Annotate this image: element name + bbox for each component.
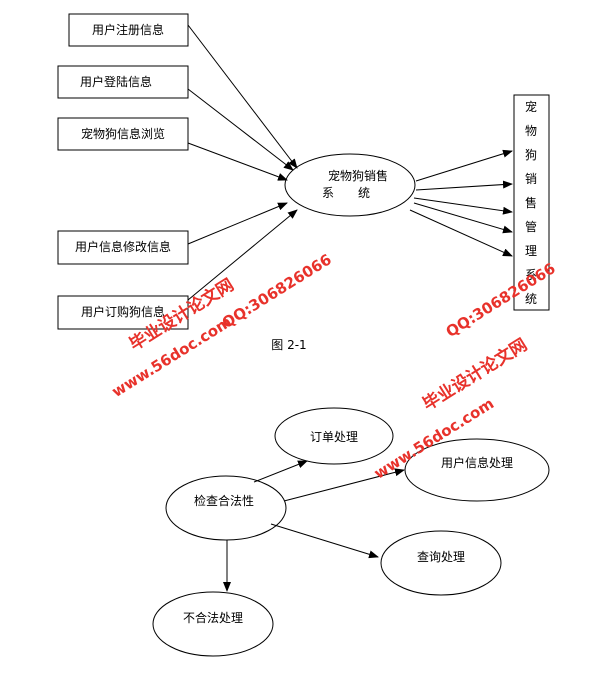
input-label-modify: 用户信息修改信息 [75, 239, 171, 254]
edge-check-to-user-info [283, 468, 405, 502]
node-check-validity-label: 检查合法性 [194, 493, 254, 508]
center-label-line1: 宠物狗销售 [328, 168, 388, 183]
output-char: 理 [525, 244, 537, 258]
center-label-line2: 系 统 [322, 186, 370, 200]
edge-register-to-center [187, 24, 298, 169]
node-check-validity [165, 475, 287, 541]
edge-center-to-output-5 [409, 209, 513, 257]
output-char: 狗 [525, 148, 537, 162]
edge-order-to-center [187, 209, 298, 301]
input-box-login [57, 65, 189, 99]
output-char: 宠 [525, 99, 537, 114]
output-char: 售 [525, 195, 537, 210]
node-query-processing [380, 530, 502, 596]
figure-caption: 图 2-1 [271, 338, 306, 352]
edge-center-to-output-4 [413, 202, 513, 234]
center-process [284, 153, 416, 217]
input-label-register: 用户注册信息 [92, 22, 164, 37]
edge-check-to-query [270, 523, 379, 559]
node-invalid-processing-label: 不合法处理 [183, 610, 243, 625]
output-vertical-label: 宠 物 狗 销 售 管 理 系 统 [525, 99, 537, 306]
node-order-processing [274, 407, 394, 465]
output-box-management [513, 94, 550, 311]
edge-browse-to-center [187, 142, 288, 181]
input-box-order [57, 295, 189, 330]
edge-center-to-output-1 [415, 149, 513, 182]
node-invalid-processing [152, 591, 274, 657]
input-box-modify [57, 230, 189, 265]
edge-center-to-output-3 [413, 197, 513, 215]
node-order-processing-label: 订单处理 [310, 430, 358, 444]
output-char: 销 [525, 172, 537, 186]
output-char: 物 [525, 124, 537, 138]
diagram-1: 用户注册信息 用户登陆信息 宠物狗信息浏览 用户信息修改信息 用户订购狗信息 宠… [57, 13, 550, 352]
input-label-browse: 宠物狗信息浏览 [81, 126, 165, 141]
edge-center-to-output-2 [415, 180, 513, 191]
edge-check-to-order [253, 460, 308, 483]
output-char: 系 [525, 268, 537, 282]
edge-modify-to-center [187, 202, 288, 245]
input-box-register [68, 13, 189, 47]
output-char: 统 [525, 292, 537, 306]
edge-login-to-center [187, 88, 294, 171]
node-user-info-processing-label: 用户信息处理 [441, 455, 513, 470]
input-box-browse [57, 117, 189, 151]
node-query-processing-label: 查询处理 [417, 550, 465, 564]
node-user-info-processing [404, 438, 550, 502]
input-label-login: 用户登陆信息 [80, 74, 152, 89]
diagram-2: 检查合法性 订单处理 用户信息处理 查询处理 不合法处理 [152, 407, 550, 657]
input-label-order: 用户订购狗信息 [81, 304, 165, 319]
output-char: 管 [525, 219, 537, 234]
